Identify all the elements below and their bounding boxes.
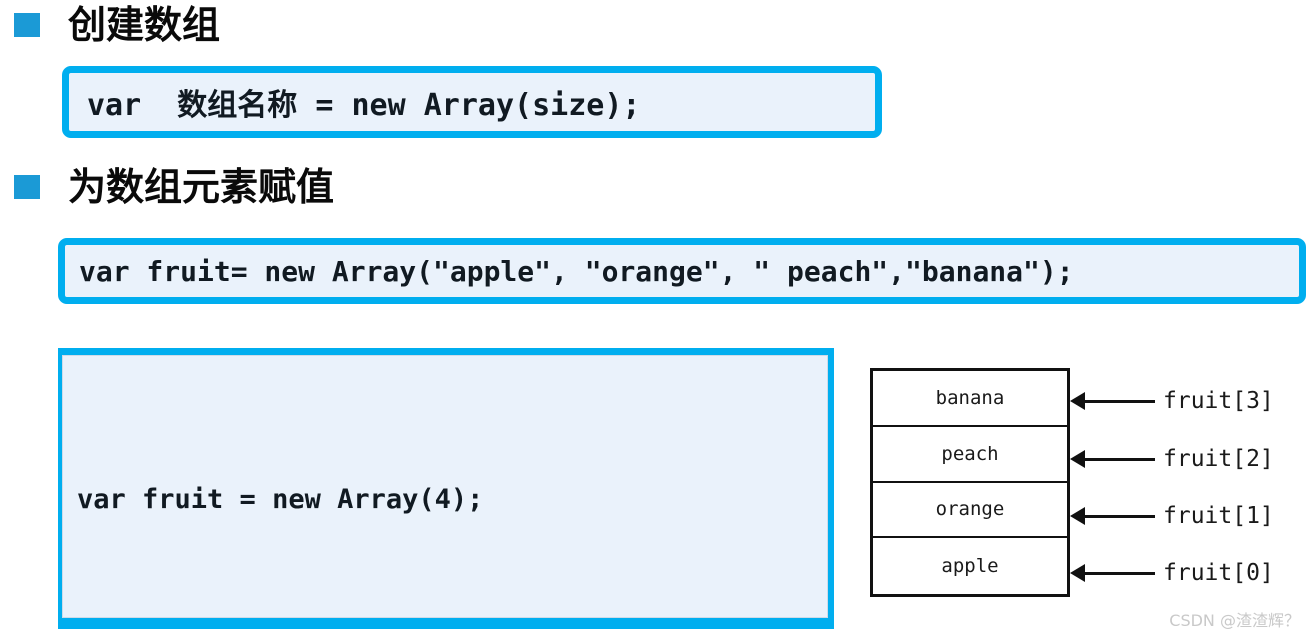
array-index-pointer: fruit[3]	[1070, 386, 1274, 416]
code-box-array-declaration: var 数组名称 = new Array(size);	[62, 66, 882, 138]
arrow-left-icon	[1070, 450, 1085, 468]
arrow-left-icon	[1070, 392, 1085, 410]
array-index-label: fruit[0]	[1163, 560, 1274, 586]
bullet-square-icon	[14, 175, 40, 199]
section-heading-assign-values: 为数组元素赋值	[14, 168, 334, 206]
array-memory-diagram: banana peach orange apple fruit[3] fruit…	[866, 364, 1286, 604]
array-cell: apple	[941, 555, 999, 578]
heading-text: 为数组元素赋值	[68, 165, 335, 209]
array-cell: banana	[873, 371, 1067, 427]
arrow-shaft	[1085, 457, 1155, 461]
code-box-array-literal: var fruit= new Array("apple", "orange", …	[58, 238, 1306, 304]
arrow-shaft	[1085, 514, 1155, 518]
array-index-pointer: fruit[1]	[1070, 501, 1274, 531]
array-index-pointer: fruit[2]	[1070, 444, 1274, 474]
arrow-left-icon	[1070, 507, 1085, 525]
code-text: var fruit= new Array("apple", "orange", …	[79, 254, 1074, 288]
watermark: CSDN @渣渣辉？	[1169, 611, 1300, 630]
array-index-label: fruit[1]	[1163, 503, 1274, 529]
array-cell: peach	[873, 427, 1067, 483]
arrow-left-icon	[1070, 564, 1085, 582]
arrow-shaft	[1085, 399, 1155, 403]
array-index-label: fruit[3]	[1163, 388, 1274, 414]
code-box-array-index-assignment: var fruit = new Array(4); fruit [0] = " …	[62, 355, 828, 618]
array-cell: orange	[873, 483, 1067, 539]
bullet-square-icon	[14, 13, 40, 37]
array-index-label: fruit[2]	[1163, 446, 1274, 472]
section-heading-create-array: 创建数组	[14, 6, 220, 44]
array-cells-table: banana peach orange apple	[870, 368, 1070, 597]
code-line: var fruit = new Array(4);	[77, 484, 484, 515]
code-text: var 数组名称 = new Array(size);	[87, 88, 641, 123]
heading-text: 创建数组	[68, 3, 221, 47]
array-index-pointer: fruit[0]	[1070, 558, 1274, 588]
arrow-shaft	[1085, 571, 1155, 575]
